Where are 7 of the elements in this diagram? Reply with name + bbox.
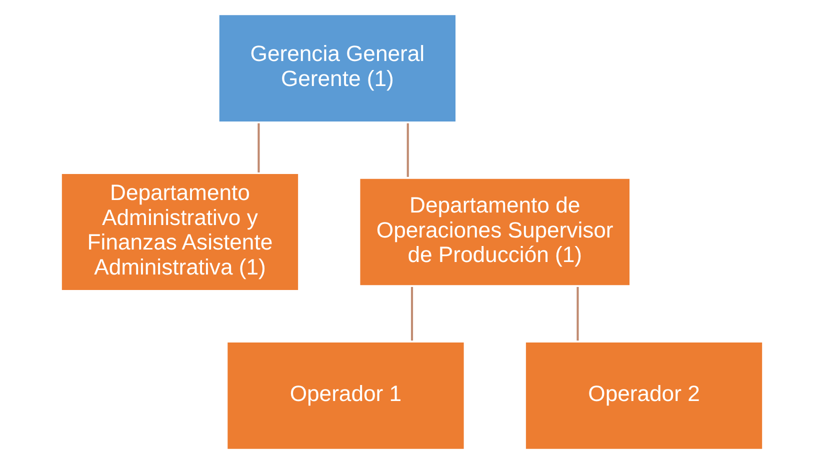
connector bbox=[576, 286, 578, 341]
connector bbox=[406, 123, 408, 177]
node-box: Operador 2 bbox=[522, 340, 764, 452]
node-box: Gerencia General Gerente (1) bbox=[216, 12, 458, 124]
node-box: Departamento Administrativo y Finanzas Asistente Administrativa (1) bbox=[58, 171, 300, 293]
connector bbox=[410, 286, 413, 341]
connector bbox=[257, 123, 260, 172]
